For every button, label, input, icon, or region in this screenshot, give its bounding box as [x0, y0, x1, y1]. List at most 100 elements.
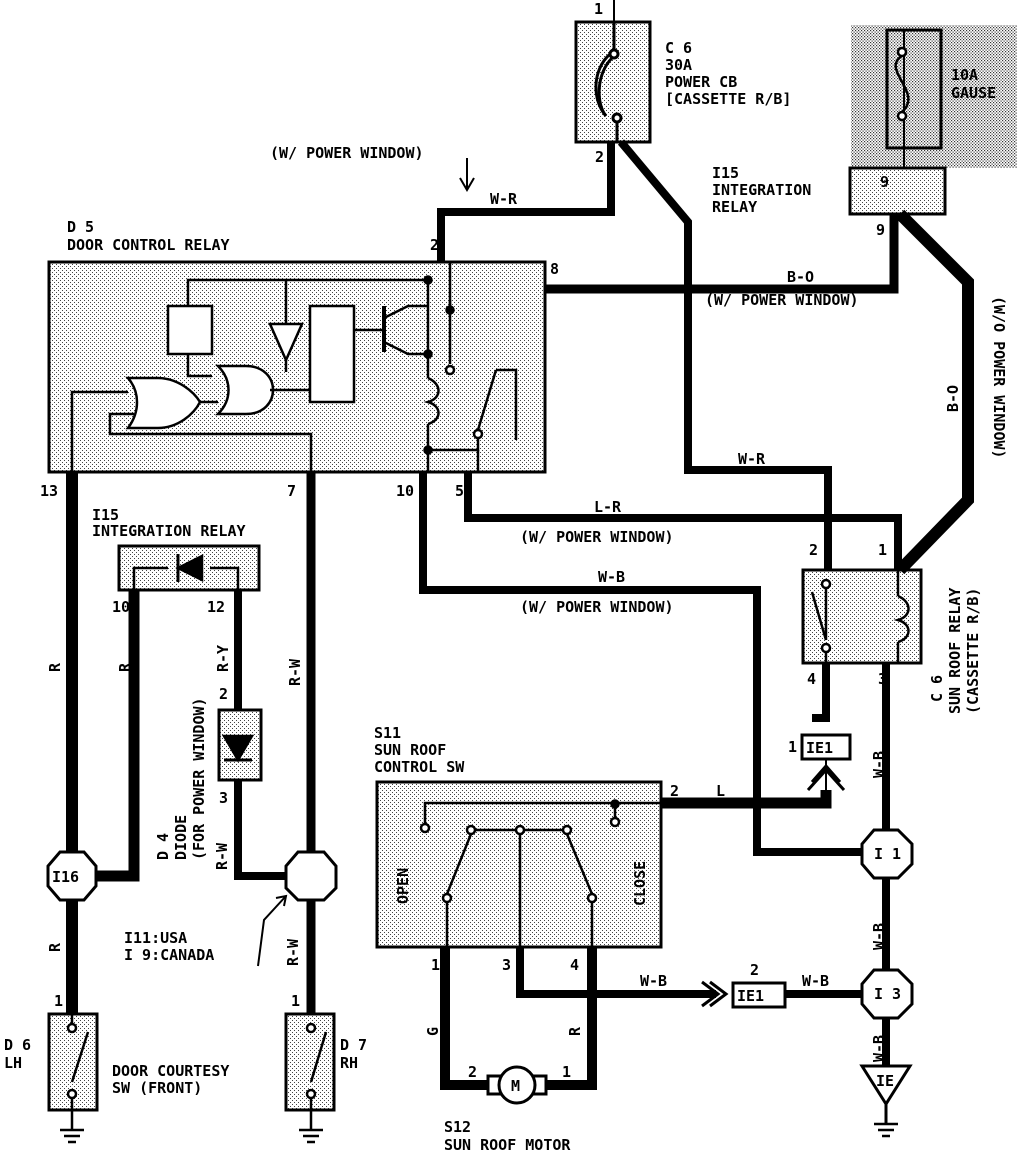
pin-m-2: 2: [468, 1063, 477, 1081]
fuse-name: GAUSE: [951, 84, 996, 102]
wire-w-b-s11: W-B: [640, 972, 667, 990]
door-control-internals: [70, 262, 518, 472]
note-pw-wb: (W/ POWER WINDOW): [520, 598, 674, 616]
d4-name2: (FOR POWER WINDOW): [190, 697, 208, 860]
wire-w-b-ie: W-B: [870, 1035, 888, 1062]
wire-r-w-low: R-W: [284, 938, 302, 966]
pin-d5-8: 8: [550, 260, 559, 278]
d4-diode-symbol: [221, 734, 255, 763]
wire-w-r-top: W-R: [490, 190, 518, 208]
s11-close: CLOSE: [631, 861, 649, 906]
pin-d4-3: 3: [219, 789, 228, 807]
wire-b-o-v: B-O: [944, 385, 962, 412]
relay-name: SUN ROOF RELAY: [946, 588, 964, 714]
thick-wires: [66, 209, 974, 1090]
junctions: [46, 828, 914, 1020]
integration-relay-top-box: [848, 166, 947, 216]
note-pw-lr: (W/ POWER WINDOW): [520, 528, 674, 546]
cb-id: C 6: [665, 39, 692, 57]
door-control-relay-box: [47, 260, 547, 474]
i15-top-pin-b: 9: [876, 221, 885, 239]
cb-name: POWER CB: [665, 73, 737, 91]
relay-location: (CASSETTE R/B): [964, 588, 982, 714]
wire-b-o-h: B-O: [787, 268, 814, 286]
sunroof-motor: [486, 1065, 548, 1105]
pin-rel-3: 3: [878, 670, 887, 688]
wire-w-r-mid: W-R: [738, 450, 766, 468]
pin-rel-4: 4: [807, 670, 816, 688]
s11-id: S11: [374, 724, 401, 742]
sunroof-relay-internals: [810, 570, 910, 663]
pin-m-1: 1: [562, 1063, 571, 1081]
pin-rel-2: 2: [809, 541, 818, 559]
note-wo-pw: (W/O POWER WINDOW): [990, 296, 1008, 459]
pin-d5-13: 13: [40, 482, 58, 500]
d5-name: DOOR CONTROL RELAY: [67, 236, 230, 254]
pin-s11-2: 2: [670, 782, 679, 800]
arrows: [257, 158, 475, 967]
pin-cb-1: 1: [594, 0, 603, 18]
d7-side: RH: [340, 1054, 358, 1072]
pin-d4-2: 2: [219, 685, 228, 703]
d4-id: D 4: [154, 833, 172, 860]
pin-s11-3: 3: [502, 956, 511, 974]
door-switch-symbols: [60, 1014, 328, 1144]
ie-id: IE: [876, 1072, 894, 1090]
pin-d6-1: 1: [54, 992, 63, 1010]
wire-r-m: R: [566, 1026, 584, 1036]
d6-side: LH: [4, 1054, 22, 1072]
i15-top-pin-a: 9: [880, 173, 889, 191]
i15-left-id: I15: [92, 506, 119, 524]
motor-symbol: M: [511, 1077, 520, 1095]
i3-id: I 3: [874, 985, 901, 1003]
sunroof-switch-internals: [419, 799, 661, 947]
d4-name1: DIODE: [172, 815, 190, 860]
ie1-b-id: IE1: [737, 987, 764, 1005]
pin-d5-10: 10: [396, 482, 414, 500]
ie-ground: [859, 1064, 913, 1138]
d5-id: D 5: [67, 218, 94, 236]
pin-i15-10: 10: [112, 598, 130, 616]
wire-r-i16: R: [46, 942, 64, 952]
s12-id: S12: [444, 1118, 471, 1136]
i16-id: I16: [52, 868, 79, 886]
pin-s11-4: 4: [570, 956, 579, 974]
wire-g-m: G: [424, 1027, 442, 1036]
cb-rating: 30A: [665, 56, 692, 74]
d6-id: D 6: [4, 1036, 31, 1054]
pin-i15-12: 12: [207, 598, 225, 616]
i15-top-name2: RELAY: [712, 198, 757, 216]
circuit-breaker-symbol: [594, 22, 623, 142]
integration-relay-diode: [132, 553, 240, 590]
wire-w-b-i1: W-B: [870, 923, 888, 950]
junction-note-1: I11:USA: [124, 929, 187, 947]
wire-w-b-top: W-B: [598, 568, 625, 586]
ie1-connectors: [701, 733, 852, 1009]
wire-w-b-ie1: W-B: [802, 972, 829, 990]
wire-r-w-d4: R-W: [213, 842, 231, 870]
wire-l-s11: L: [716, 782, 725, 800]
wire-r-y: R-Y: [214, 645, 232, 672]
pin-d5-5: 5: [455, 482, 464, 500]
i1-id: I 1: [874, 845, 901, 863]
note-pw-top: (W/ POWER WINDOW): [270, 144, 424, 162]
pin-d5-7: 7: [287, 482, 296, 500]
fuse-symbol: [894, 46, 910, 122]
junction-note-2: I 9:CANADA: [124, 946, 214, 964]
s11-name1: SUN ROOF: [374, 741, 446, 759]
wire-w-b-rel: W-B: [870, 751, 888, 778]
pin-rel-1: 1: [878, 541, 887, 559]
note-pw-bo: (W/ POWER WINDOW): [705, 291, 859, 309]
i15-top-name1: INTEGRATION: [712, 181, 811, 199]
fuse-shading: [851, 25, 1017, 168]
ie1-a-pin: 1: [788, 738, 797, 756]
ie1-b-pin: 2: [750, 961, 759, 979]
door-sw-name2: SW (FRONT): [112, 1079, 202, 1097]
door-sw-name1: DOOR COURTESY: [112, 1062, 229, 1080]
s12-name: SUN ROOF MOTOR: [444, 1136, 571, 1154]
pin-s11-1: 1: [431, 956, 440, 974]
ie1-a-id: IE1: [806, 739, 833, 757]
d7-id: D 7: [340, 1036, 367, 1054]
wire-r-w-7: R-W: [286, 658, 304, 686]
